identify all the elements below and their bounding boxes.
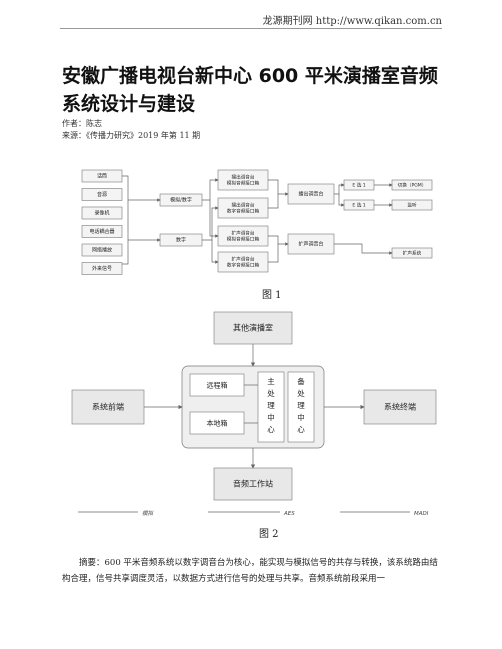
terminal-box	[363, 389, 437, 425]
main-processing-label: 心	[267, 425, 275, 434]
io-box-3-label: 数字音频接口箱	[227, 262, 260, 269]
console-sw1	[334, 183, 345, 195]
io-box-0-label: 播出调音台	[232, 173, 255, 180]
header-rule	[60, 28, 442, 29]
out-box-monitor-label: 监听	[407, 202, 417, 209]
terminal-box-label: 系统终端	[384, 402, 416, 412]
other-studio-box	[213, 311, 293, 345]
io-box-1-label: 播出调音台	[232, 201, 255, 208]
analog-digital-box-label: 模拟/数字	[170, 197, 192, 204]
source-box-5	[81, 262, 123, 275]
io-box-2-label: 扩声调音台	[232, 229, 255, 236]
main-processing-label: 主	[267, 376, 275, 386]
link-io-3	[211, 240, 219, 264]
io1-console	[268, 194, 279, 209]
source-box-1-label: 音源	[97, 191, 107, 198]
source-box-1	[81, 188, 123, 201]
backup-processing-label: 备	[297, 376, 305, 386]
author-line: 作者：陈志	[62, 119, 102, 128]
source-box-4	[81, 243, 123, 257]
abstract-text: 摘要：600 平米音频系统以数字调音台为核心，能实现与模拟信号的共存与转换，该系…	[62, 558, 438, 584]
io-box-1-label: 数字音频接口箱	[227, 208, 260, 215]
front-end-box-label: 系统前端	[92, 402, 124, 412]
figure-1-diagram: 话筒音源录像机电话耦合器网络播放外来信号模拟/数字数字播出调音台模拟音频接口箱播…	[81, 169, 433, 275]
link-io-2	[209, 200, 219, 238]
out-box-pgm-label: 切换（PGM）	[398, 182, 427, 189]
io2-console	[268, 235, 289, 246]
source-bus	[122, 175, 129, 265]
source-box-2	[81, 206, 123, 220]
link-io-1	[202, 206, 219, 241]
backup-processing-label: 理	[297, 401, 305, 410]
legend-label-0: 模拟	[142, 510, 154, 517]
backup-processing-box	[287, 371, 315, 443]
broadcast-console-box-label: 播出调音台	[298, 191, 323, 198]
switch-box-1-label: E 选 1	[352, 182, 365, 189]
link-io-0	[202, 178, 219, 201]
io-box-3-label: 扩声调音台	[232, 255, 255, 262]
io-box-2-label: 模拟音频接口箱	[227, 236, 260, 243]
source-box-2-label: 录像机	[94, 210, 109, 217]
source-box-3	[81, 225, 123, 238]
io3-console	[268, 244, 279, 263]
local-box-label: 本地箱	[207, 418, 228, 427]
figure-2-caption: 图 2	[259, 529, 279, 540]
article-title: 安徽广播电视台新中心 600 平米演播室音频系统设计与建设	[62, 65, 438, 115]
source-box-5-label: 外来信号	[92, 265, 112, 272]
main-processing-box	[257, 371, 285, 443]
other-studio-box-label: 其他演播室	[233, 323, 273, 333]
backup-processing-label: 心	[297, 425, 305, 434]
backup-processing-label: 处	[297, 388, 305, 398]
main-processing-label: 处	[267, 388, 275, 398]
out-box-pa-label: 扩声系统	[403, 250, 422, 257]
source-box-0-label: 话筒	[97, 173, 107, 180]
remote-box-label: 远程箱	[207, 380, 228, 389]
journal-header: 龙源期刊网 http://www.qikan.com.cn	[262, 16, 442, 27]
figure-1-caption: 图 1	[262, 290, 282, 301]
workstation-box	[213, 467, 293, 501]
digital-box-label: 数字	[176, 237, 186, 244]
front-end-box	[71, 389, 145, 425]
console-sw2	[338, 194, 345, 207]
source-box-4-label: 网络播放	[92, 247, 112, 254]
io-box-0-label: 模拟音频接口箱	[227, 180, 260, 187]
workstation-box-label: 音频工作站	[233, 479, 273, 489]
source-box-3-label: 电话耦合器	[89, 228, 114, 235]
main-processing-label: 理	[267, 401, 275, 410]
pa-out	[334, 243, 393, 255]
source-line: 来源：《传播力研究》2019 年第 11 期	[62, 131, 201, 140]
io0-console	[268, 179, 289, 196]
switch-box-2-label: E 选 1	[352, 202, 365, 209]
legend-label-2: MADI	[414, 511, 429, 517]
legend-label-1: AES	[283, 511, 295, 517]
main-processing-label: 中	[267, 412, 275, 422]
backup-processing-label: 中	[297, 412, 305, 422]
pa-console-box-label: 扩声调音台	[298, 241, 323, 248]
